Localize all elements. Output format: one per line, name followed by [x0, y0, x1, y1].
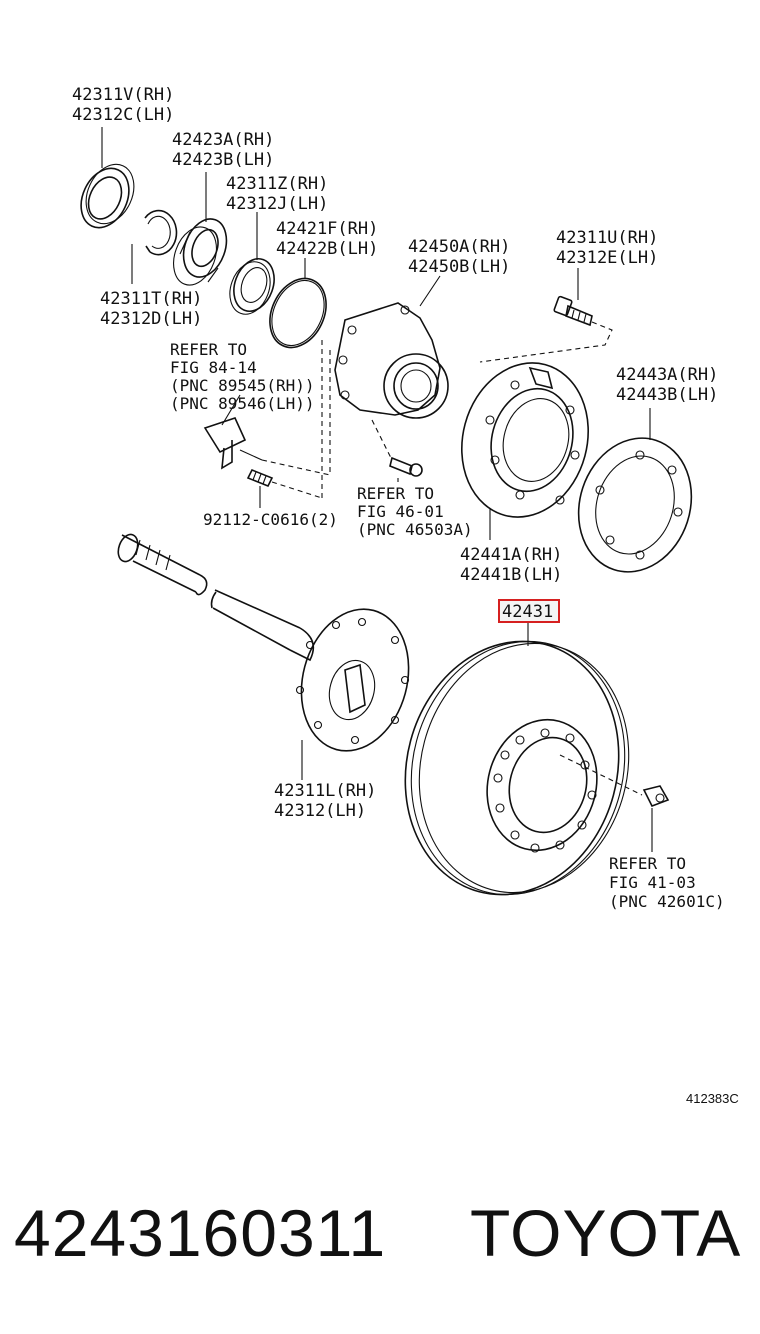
label-42423a: 42423A(RH) 42423B(LH): [172, 130, 274, 170]
svg-text:42421F(RH): 42421F(RH): [276, 219, 378, 239]
svg-text:42312(LH): 42312(LH): [274, 801, 366, 821]
brand-name: TOYOTA: [470, 1196, 741, 1270]
label-42450a: 42450A(RH) 42450B(LH): [408, 237, 510, 277]
bearing-part: [173, 218, 228, 286]
svg-text:42450B(LH): 42450B(LH): [408, 257, 510, 277]
svg-text:FIG 84-14: FIG 84-14: [170, 358, 257, 377]
label-42311v: 42311V(RH) 42312C(LH): [72, 85, 174, 125]
label-refer-fig-84-14: REFER TO FIG 84-14 (PNC 89545(RH)) (PNC …: [170, 340, 315, 413]
label-42311u: 42311U(RH) 42312E(LH): [556, 228, 658, 268]
svg-text:42312J(LH): 42312J(LH): [226, 194, 328, 214]
label-42431-highlighted: 42431: [498, 599, 560, 623]
svg-text:42312D(LH): 42312D(LH): [100, 309, 202, 329]
o-ring-part: [269, 277, 327, 349]
stud-bolt-part: [246, 468, 274, 488]
svg-text:42311Z(RH): 42311Z(RH): [226, 174, 328, 194]
svg-text:42311V(RH): 42311V(RH): [72, 85, 174, 105]
svg-text:(PNC 42601C): (PNC 42601C): [609, 892, 725, 911]
svg-text:42423A(RH): 42423A(RH): [172, 130, 274, 150]
label-42441a: 42441A(RH) 42441B(LH): [460, 545, 562, 585]
svg-text:REFER TO: REFER TO: [357, 484, 434, 503]
svg-text:42423B(LH): 42423B(LH): [172, 150, 274, 170]
svg-text:42441A(RH): 42441A(RH): [460, 545, 562, 565]
svg-text:42422B(LH): 42422B(LH): [276, 239, 378, 259]
backing-plate-part: [461, 362, 589, 518]
svg-text:(PNC 46503A): (PNC 46503A): [357, 520, 473, 539]
svg-text:42311U(RH): 42311U(RH): [556, 228, 658, 248]
hub-bearing-part: [334, 302, 449, 419]
brake-disc-part: [404, 640, 630, 896]
svg-text:42441B(LH): 42441B(LH): [460, 565, 562, 585]
svg-text:42311T(RH): 42311T(RH): [100, 289, 202, 309]
oil-seal-part: [80, 163, 135, 229]
label-42311l: 42311L(RH) 42312(LH): [274, 781, 376, 821]
mount-bolt-part: [389, 456, 423, 477]
svg-text:(PNC 89546(LH)): (PNC 89546(LH)): [170, 394, 315, 413]
lug-nut-part: [642, 785, 670, 808]
figure-id: 412383C: [686, 1091, 739, 1106]
svg-text:42431: 42431: [502, 602, 553, 622]
speed-sensor-part: [203, 417, 263, 470]
label-refer-fig-41-03: REFER TO FIG 41-03 (PNC 42601C): [609, 854, 725, 911]
label-42311t: 42311T(RH) 42312D(LH): [100, 289, 202, 329]
svg-text:REFER TO: REFER TO: [609, 854, 686, 873]
svg-text:92112-C0616(2): 92112-C0616(2): [203, 510, 338, 529]
svg-text:42312C(LH): 42312C(LH): [72, 105, 174, 125]
seal-ring-part: [229, 258, 275, 315]
label-42311z: 42311Z(RH) 42312J(LH): [226, 174, 328, 214]
part-number: 4243160311: [14, 1196, 386, 1270]
svg-text:42443A(RH): 42443A(RH): [616, 365, 718, 385]
label-refer-fig-46-01: REFER TO FIG 46-01 (PNC 46503A): [357, 484, 473, 539]
snap-ring-part: [144, 209, 178, 256]
svg-text:42450A(RH): 42450A(RH): [408, 237, 510, 257]
svg-text:42312E(LH): 42312E(LH): [556, 248, 658, 268]
gasket-part: [577, 437, 693, 573]
label-92112: 92112-C0616(2): [203, 510, 338, 529]
label-42443a: 42443A(RH) 42443B(LH): [616, 365, 718, 405]
svg-text:REFER TO: REFER TO: [170, 340, 247, 359]
hub-bolt-part: [553, 295, 593, 327]
svg-text:FIG 46-01: FIG 46-01: [357, 502, 444, 521]
svg-text:42311L(RH): 42311L(RH): [274, 781, 376, 801]
axle-shaft-part: [117, 533, 410, 752]
svg-text:FIG 41-03: FIG 41-03: [609, 873, 696, 892]
svg-text:42443B(LH): 42443B(LH): [616, 385, 718, 405]
svg-text:(PNC 89545(RH)): (PNC 89545(RH)): [170, 376, 315, 395]
label-42421f: 42421F(RH) 42422B(LH): [276, 219, 378, 259]
